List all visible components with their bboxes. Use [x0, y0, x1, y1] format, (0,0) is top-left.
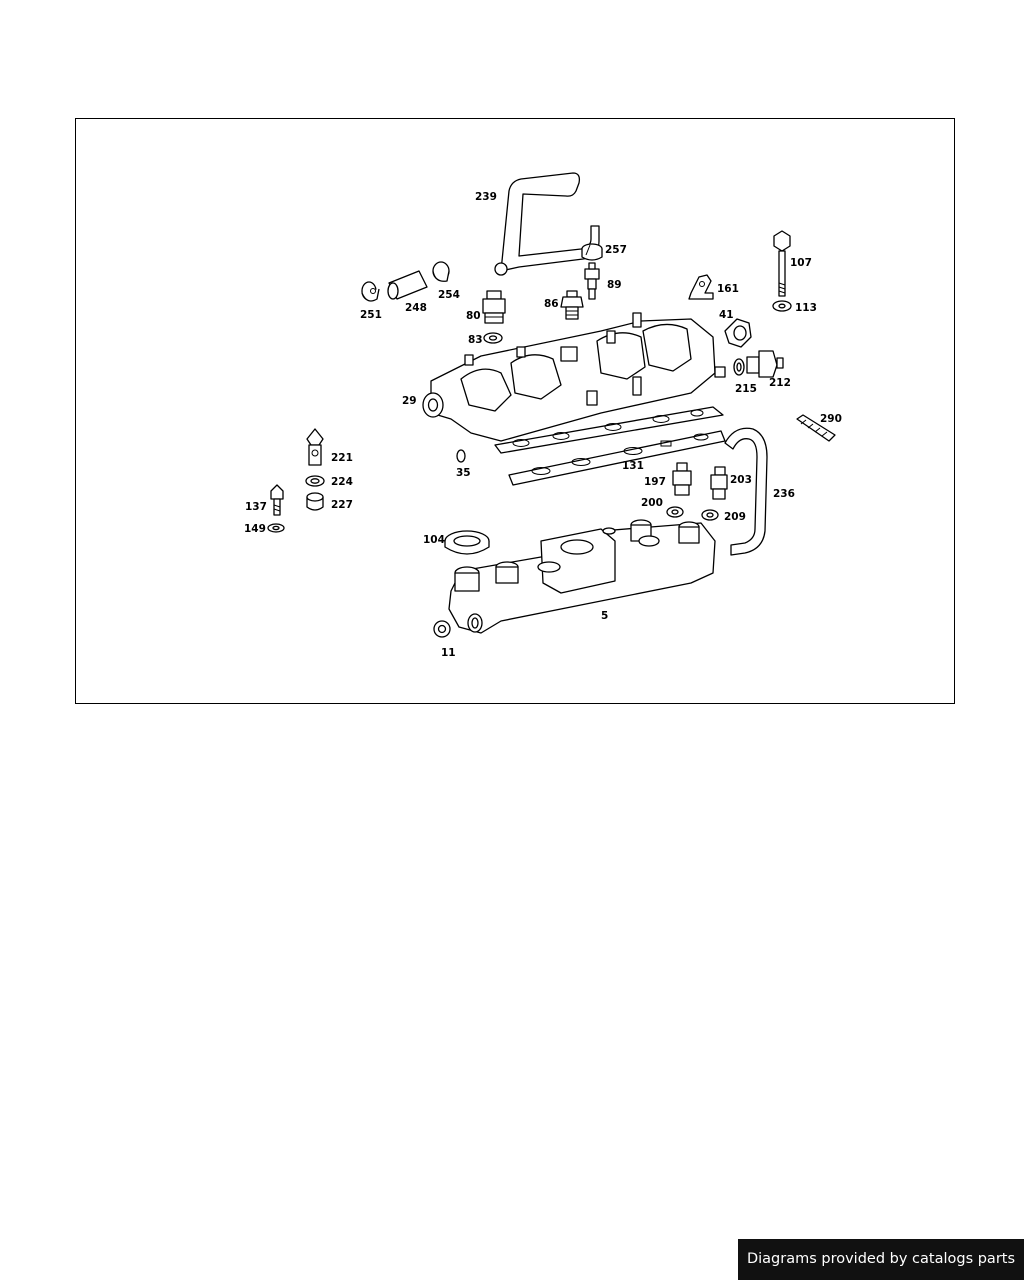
- callout-203: 203: [730, 474, 752, 486]
- callout-197: 197: [644, 476, 666, 488]
- cap-part[interactable]: [306, 492, 324, 511]
- small-ring-part[interactable]: [456, 449, 466, 463]
- bushing-part[interactable]: [433, 620, 451, 638]
- callout-251: 251: [360, 309, 382, 321]
- credit-badge: Diagrams provided by catalogs parts: [738, 1239, 1024, 1280]
- callout-248: 248: [405, 302, 427, 314]
- upper-manifold-part[interactable]: [422, 312, 726, 442]
- callout-257: 257: [605, 244, 627, 256]
- plug-part[interactable]: [724, 318, 752, 348]
- callout-80: 80: [466, 310, 481, 322]
- nipple-part[interactable]: [560, 290, 584, 320]
- long-bolt-part[interactable]: [773, 230, 791, 297]
- bolt-part[interactable]: [270, 484, 284, 516]
- callout-212: 212: [769, 377, 791, 389]
- callout-290: 290: [820, 413, 842, 425]
- callout-104: 104: [423, 534, 445, 546]
- lower-manifold-part[interactable]: [448, 519, 716, 634]
- callout-200: 200: [641, 497, 663, 509]
- callout-254: 254: [438, 289, 460, 301]
- callout-221: 221: [331, 452, 353, 464]
- adapter-part[interactable]: [746, 350, 784, 378]
- vacuum-fitting-part[interactable]: [672, 462, 692, 496]
- credit-text: Diagrams provided by catalogs parts: [746, 1251, 1016, 1267]
- callout-161: 161: [717, 283, 739, 295]
- seal-washer-part[interactable]: [701, 509, 719, 521]
- bracket-part[interactable]: [688, 274, 714, 300]
- hose-clamp-part[interactable]: [432, 261, 450, 282]
- callout-113: 113: [795, 302, 817, 314]
- clamp-part[interactable]: [581, 243, 603, 261]
- callout-215: 215: [735, 383, 757, 395]
- small-clamp-part[interactable]: [361, 281, 380, 302]
- callout-239: 239: [475, 191, 497, 203]
- parts-diagram: 239 257 107 89 161 254 86 248 251 80 113…: [244, 172, 842, 659]
- elbow-fitting-part[interactable]: [710, 466, 728, 500]
- washer-part[interactable]: [772, 300, 792, 312]
- stud-part[interactable]: [796, 414, 836, 442]
- callout-83: 83: [468, 334, 483, 346]
- vacuum-hose-part[interactable]: [724, 427, 768, 556]
- union-fitting-part[interactable]: [482, 290, 506, 324]
- callout-209: 209: [724, 511, 746, 523]
- manifold-gasket-part[interactable]: [494, 406, 726, 486]
- callout-29: 29: [402, 395, 417, 407]
- callout-41: 41: [719, 309, 734, 321]
- callout-86: 86: [544, 298, 559, 310]
- banjo-bolt-part[interactable]: [306, 428, 324, 466]
- sealing-ring-part[interactable]: [483, 332, 503, 344]
- copper-washer-part[interactable]: [305, 475, 325, 487]
- callout-131: 131: [622, 460, 644, 472]
- callout-236: 236: [773, 488, 795, 500]
- hose-part[interactable]: [494, 172, 600, 276]
- sleeve-part[interactable]: [387, 270, 428, 300]
- callout-224: 224: [331, 476, 353, 488]
- callout-137: 137: [245, 501, 267, 513]
- fitting-washer-part[interactable]: [666, 506, 684, 518]
- o-ring-part[interactable]: [733, 358, 745, 376]
- diagram-frame: 239 257 107 89 161 254 86 248 251 80 113…: [75, 118, 955, 704]
- fitting-part[interactable]: [584, 262, 600, 300]
- callout-149: 149: [244, 523, 266, 535]
- callout-107: 107: [790, 257, 812, 269]
- callout-5: 5: [601, 610, 608, 622]
- callout-11: 11: [441, 647, 456, 659]
- callout-89: 89: [607, 279, 622, 291]
- grommet-part[interactable]: [444, 530, 490, 555]
- callout-227: 227: [331, 499, 353, 511]
- flat-washer-part[interactable]: [267, 523, 285, 533]
- callout-35: 35: [456, 467, 471, 479]
